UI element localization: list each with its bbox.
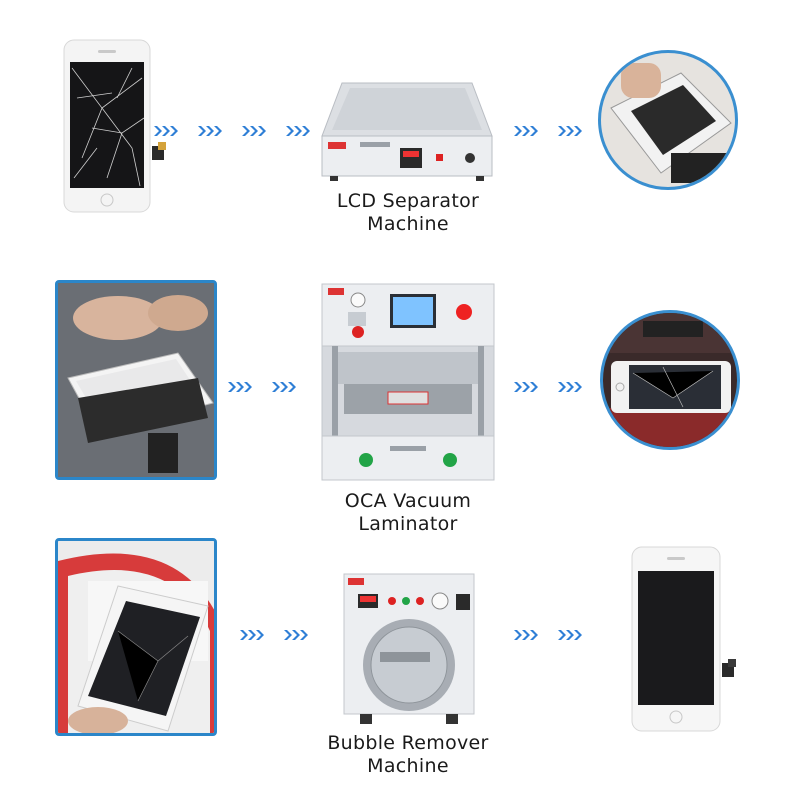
step-1-caption: LCD Separator Machine [308, 190, 508, 236]
chevron-right-icon [286, 126, 310, 136]
chevron-right-icon [558, 630, 582, 640]
chevron-right-icon [284, 630, 308, 640]
bubble-remover-machine-image [343, 573, 475, 724]
phone-into-autoclave-photo [55, 538, 217, 736]
chevron-right-icon [514, 126, 538, 136]
chevron-right-icon [514, 630, 538, 640]
laminated-screen-image [600, 310, 740, 450]
chevron-right-icon [242, 126, 266, 136]
separated-glass-image [598, 50, 738, 190]
step-3-caption: Bubble Remover Machine [298, 732, 518, 778]
oca-vacuum-laminator-image [321, 283, 495, 481]
chevron-right-icon [228, 382, 252, 392]
glass-application-photo [55, 280, 217, 480]
step-2-caption: OCA Vacuum Laminator [308, 490, 508, 536]
chevron-right-icon [154, 126, 178, 136]
chevron-right-icon [272, 382, 296, 392]
chevron-right-icon [558, 382, 582, 392]
chevron-right-icon [198, 126, 222, 136]
chevron-right-icon [240, 630, 264, 640]
lcd-separator-machine-image [321, 82, 493, 181]
chevron-right-icon [558, 126, 582, 136]
step-3-caption-line1: Bubble Remover [327, 732, 489, 754]
step-1-caption-line2: Machine [367, 213, 449, 235]
step-2-caption-line1: OCA Vacuum [344, 490, 472, 512]
step-2-caption-line2: Laminator [358, 513, 458, 535]
repaired-phone-image [631, 546, 736, 732]
step-1-caption-line1: LCD Separator [336, 190, 480, 212]
step-3-caption-line2: Machine [367, 755, 449, 777]
cracked-phone-image [63, 39, 166, 213]
chevron-right-icon [514, 382, 538, 392]
